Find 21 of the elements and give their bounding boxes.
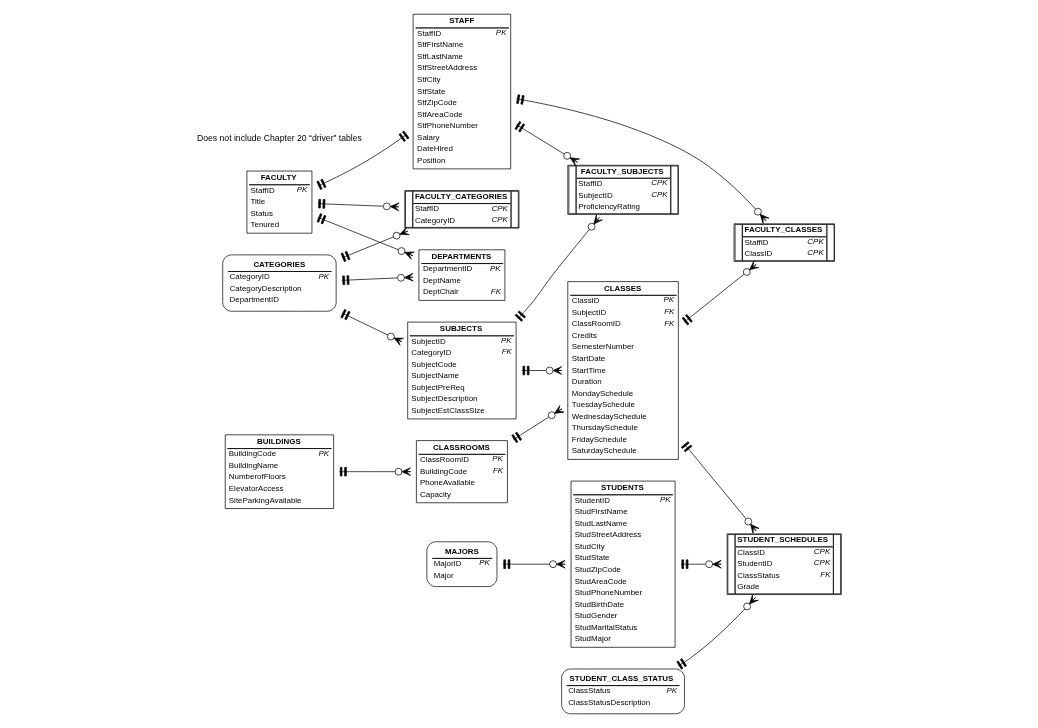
connector: [502, 559, 566, 569]
connector: [341, 272, 414, 285]
connector: [317, 198, 400, 212]
connector: [514, 121, 580, 166]
connector: [316, 213, 415, 260]
node-box: CATEGORIES CategoryID PK CategoryDescription DepartmentID: [222, 254, 337, 312]
connector: [681, 261, 760, 326]
connector: [340, 309, 404, 346]
connector: [514, 214, 603, 322]
node-box: MAJORS MajorID PK Major: [426, 541, 498, 587]
node-box: STUDENT_CLASS_STATUS ClassStatus PK ClassStatusDescription: [561, 668, 685, 715]
connector: [340, 227, 410, 262]
connector: [316, 130, 410, 190]
connector: [521, 365, 563, 376]
connector: [511, 405, 565, 444]
connector: [676, 594, 759, 670]
connector: [680, 559, 722, 569]
connector: [681, 441, 760, 534]
label: Does not include Chapter 20 “driver” tables: [196, 133, 362, 144]
connector: [339, 467, 411, 477]
connector: [516, 94, 770, 224]
